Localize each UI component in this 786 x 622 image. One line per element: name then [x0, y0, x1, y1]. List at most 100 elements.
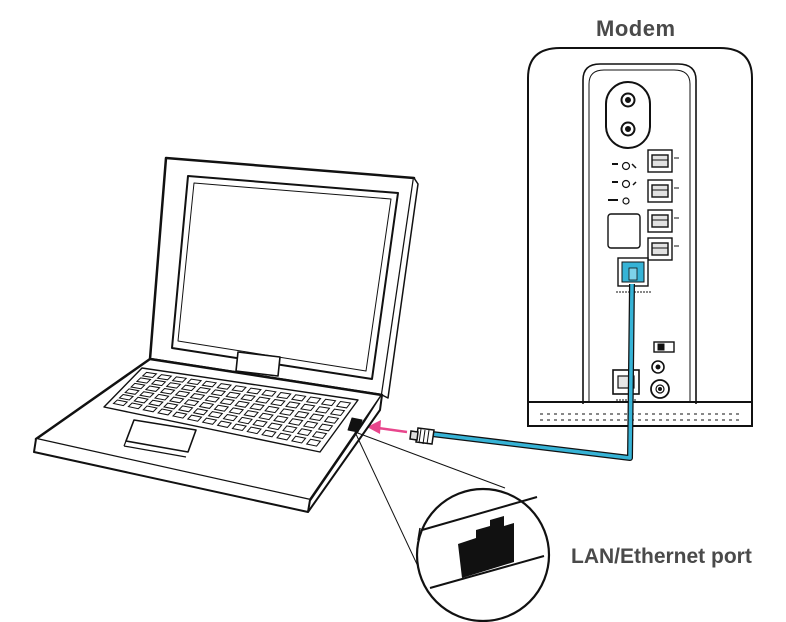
keyboard-key: [299, 403, 316, 412]
modem-label: Modem: [596, 16, 676, 41]
keyboard-key: [159, 387, 176, 395]
keyboard-key: [290, 435, 307, 444]
keyboard-key: [210, 389, 227, 397]
keyboard-key: [219, 398, 236, 406]
laptop-keyboard: [112, 371, 352, 447]
keyboard-key: [142, 405, 158, 413]
keyboard-key: [335, 400, 352, 409]
keyboard-key: [323, 416, 340, 424]
modem-lan-ports: [647, 149, 679, 261]
zoom-callout: [354, 431, 551, 622]
keyboard-key: [249, 403, 265, 411]
keyboard-key: [258, 412, 274, 421]
lan-port-3: [647, 209, 673, 233]
keyboard-key: [329, 408, 346, 417]
keyboard-key: [285, 401, 301, 409]
keyboard-key: [141, 371, 158, 379]
keyboard-key: [231, 423, 248, 432]
keyboard-key: [228, 407, 245, 415]
keyboard-key: [267, 422, 283, 431]
keyboard-key: [287, 418, 304, 426]
modem-vent-dashes: [540, 413, 740, 421]
keyboard-key: [207, 411, 224, 419]
keyboard-key: [153, 393, 170, 401]
keyboard-key: [282, 425, 298, 434]
keyboard-key: [183, 399, 200, 407]
keyboard-key: [225, 391, 241, 399]
keyboard-key: [172, 411, 188, 419]
keyboard-key: [234, 400, 250, 408]
keyboard-key: [264, 405, 280, 414]
modem-wps-button: [607, 213, 641, 249]
keyboard-key: [127, 402, 144, 410]
keyboard-key: [273, 415, 289, 423]
keyboard-key: [305, 438, 322, 447]
keyboard-key: [302, 420, 319, 429]
keyboard-key: [213, 404, 230, 412]
keyboard-key: [317, 423, 334, 432]
modem-status-leds: [608, 161, 637, 205]
keyboard-key: [201, 417, 218, 425]
keyboard-key: [222, 413, 239, 422]
keyboard-key: [162, 402, 179, 410]
keyboard-key: [270, 398, 286, 407]
keyboard-key: [305, 396, 322, 404]
keyboard-key: [180, 384, 197, 392]
keyboard-key: [320, 398, 337, 407]
keyboard-key: [261, 389, 277, 397]
keyboard-key: [279, 408, 295, 416]
lan-port-label: LAN/Ethernet port: [571, 545, 752, 568]
keyboard-key: [148, 399, 164, 407]
keyboard-key: [276, 432, 292, 441]
keyboard-key: [171, 376, 188, 383]
keyboard-key: [216, 420, 233, 428]
keyboard-key: [246, 387, 262, 395]
keyboard-key: [130, 382, 146, 390]
keyboard-key: [261, 429, 277, 438]
keyboard-key: [296, 428, 313, 437]
keyboard-key: [168, 396, 185, 404]
keyboard-key: [255, 396, 271, 404]
keyboard-key: [186, 378, 203, 386]
keyboard-key: [308, 413, 325, 422]
lan-port-2: [647, 179, 673, 203]
keyboard-key: [240, 394, 256, 402]
laptop: [33, 156, 419, 513]
keyboard-key: [150, 379, 167, 387]
modem-power-area: [650, 341, 675, 399]
keyboard-key: [157, 408, 173, 416]
keyboard-key: [246, 426, 262, 435]
keyboard-key: [165, 382, 182, 389]
lan-port-1: [647, 149, 673, 173]
keyboard-key: [198, 401, 215, 409]
keyboard-key: [195, 386, 212, 394]
keyboard-key: [156, 374, 173, 381]
keyboard-key: [252, 419, 268, 428]
keyboard-key: [311, 431, 328, 440]
modem-ethernet-port-connected: [616, 257, 652, 293]
keyboard-key: [189, 393, 206, 400]
keyboard-key: [314, 406, 331, 414]
ethernet-cable-plug: [409, 427, 435, 445]
keyboard-key: [204, 395, 221, 403]
keyboard-key: [174, 390, 191, 398]
keyboard-key: [237, 416, 253, 425]
keyboard-key: [124, 388, 140, 395]
keyboard-key: [144, 385, 161, 392]
keyboard-key: [186, 414, 203, 422]
keyboard-key: [216, 383, 233, 390]
connection-arrow: [367, 420, 408, 434]
keyboard-key: [135, 377, 152, 384]
lan-ethernet-port-icon: [458, 516, 514, 578]
keyboard-key: [293, 410, 310, 419]
modem-antenna-connectors: [605, 81, 651, 149]
keyboard-key: [276, 391, 292, 400]
keyboard-key: [192, 408, 209, 416]
keyboard-key: [118, 393, 135, 401]
keyboard-key: [177, 405, 194, 413]
keyboard-key: [243, 410, 259, 418]
keyboard-key: [231, 385, 247, 393]
keyboard-key: [112, 399, 129, 407]
